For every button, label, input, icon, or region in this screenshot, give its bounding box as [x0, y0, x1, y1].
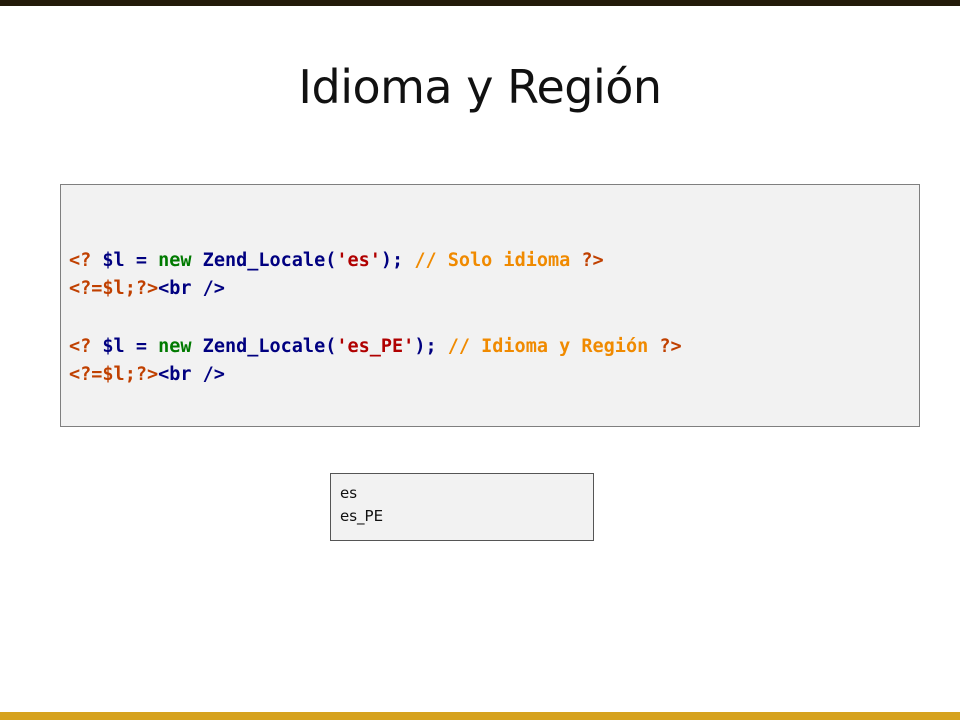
php-close-tag: ?> — [659, 336, 682, 357]
php-open-tag: <? — [69, 336, 103, 357]
output-box: es es_PE — [330, 473, 594, 541]
string-literal: 'es' — [336, 250, 381, 271]
variable-assign: $l = — [102, 336, 159, 357]
code-line-2: <?=$l;?><br /> — [69, 275, 919, 303]
php-close-tag: ?> — [581, 250, 604, 271]
string-literal: 'es_PE' — [336, 336, 415, 357]
class-call: Zend_Locale( — [191, 250, 337, 271]
slide-title: Idioma y Región — [298, 60, 662, 114]
html-br: <br /> — [158, 364, 225, 385]
code-line-1: <? $l = new Zend_Locale('es'); // Solo i… — [69, 247, 919, 275]
new-keyword: new — [158, 250, 192, 271]
code-block: <? $l = new Zend_Locale('es'); // Solo i… — [60, 184, 920, 427]
code-comment: // Idioma y Región — [447, 336, 660, 357]
html-br: <br /> — [158, 278, 225, 299]
code-spacer — [69, 303, 919, 333]
close-call: ); — [380, 250, 415, 271]
bottom-accent-bar — [0, 712, 960, 720]
code-line-4: <?=$l;?><br /> — [69, 361, 919, 389]
php-echo: <?=$l;?> — [69, 278, 159, 299]
php-echo: <?=$l;?> — [69, 364, 159, 385]
variable-assign: $l = — [102, 250, 159, 271]
top-accent-bar — [0, 0, 960, 6]
class-call: Zend_Locale( — [191, 336, 337, 357]
code-comment: // Solo idioma — [414, 250, 582, 271]
output-line: es — [340, 484, 358, 502]
code-line-3: <? $l = new Zend_Locale('es_PE'); // Idi… — [69, 333, 919, 361]
output-line: es_PE — [340, 507, 384, 525]
close-call: ); — [414, 336, 448, 357]
php-open-tag: <? — [69, 250, 103, 271]
new-keyword: new — [158, 336, 192, 357]
